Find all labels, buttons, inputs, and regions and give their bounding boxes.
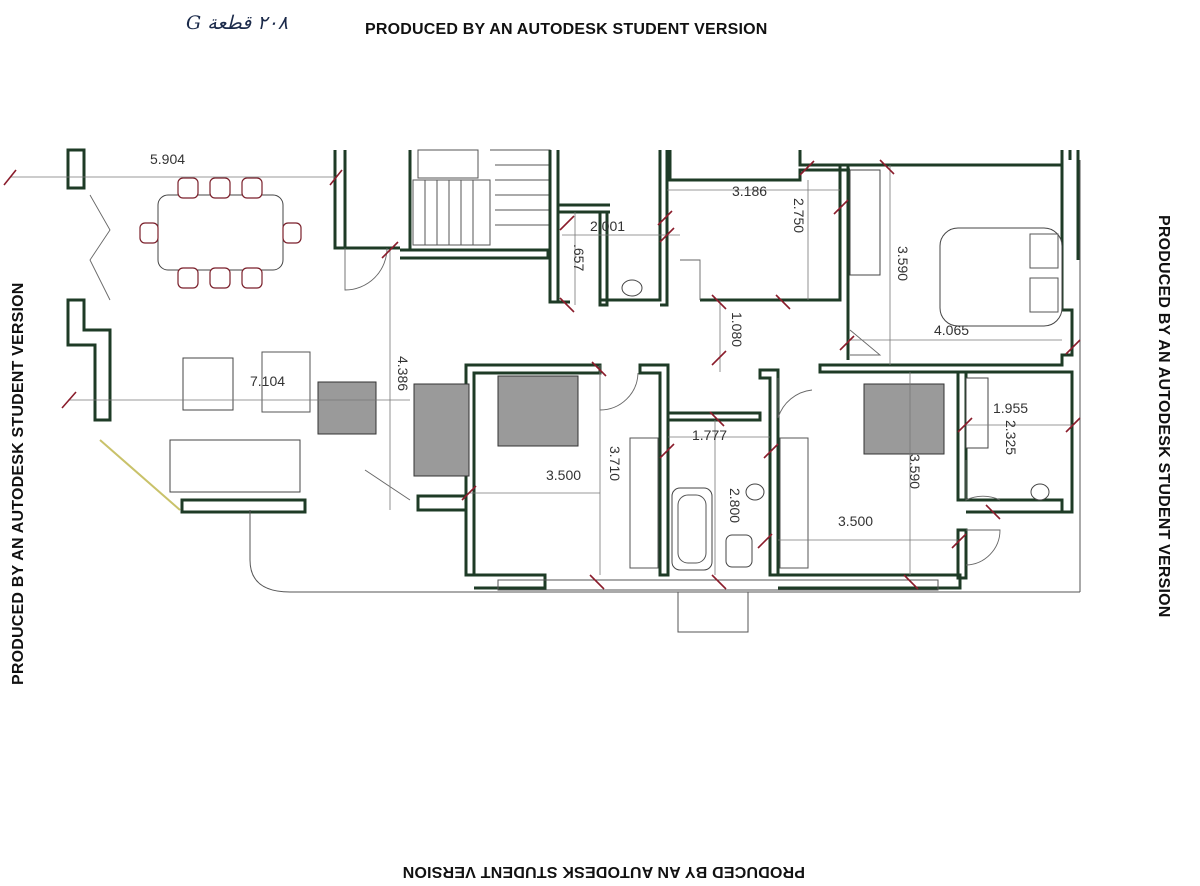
sofa (169, 439, 301, 493)
dim-master-width: 4.065 (934, 322, 969, 338)
dim-bedroom2-width: 3.500 (838, 513, 873, 529)
dimension-ticks (3, 159, 1081, 590)
dining-chair (282, 222, 302, 244)
toilet (621, 279, 643, 297)
dining-table (157, 194, 284, 271)
dining-chair (177, 177, 199, 199)
dining-chair (177, 267, 199, 289)
dim-bedroom1-width: 3.500 (546, 467, 581, 483)
dining-chair (241, 177, 263, 199)
wardrobe (779, 437, 809, 569)
dim-ensuite-depth: 2.325 (1003, 420, 1019, 455)
armchair (182, 357, 234, 411)
dim-wc-width: 2.001 (590, 218, 625, 234)
wardrobe (629, 437, 659, 569)
balcony (677, 591, 749, 633)
dim-wc-depth: .657 (571, 244, 587, 271)
living-set (169, 351, 470, 493)
rug (413, 383, 470, 477)
toilet (745, 483, 765, 501)
watermark-top: PRODUCED BY AN AUTODESK STUDENT VERSION (365, 21, 768, 38)
handwritten-plot-note: G ٢٠٨ قطعة (186, 12, 288, 34)
shower (965, 377, 989, 449)
doors (89, 194, 1001, 566)
dining-set (139, 177, 302, 289)
beds (497, 227, 1063, 569)
tv-unit (317, 381, 377, 435)
dimension-labels: 5.904 7.104 4.386 2.001 .657 3.186 2.750… (150, 151, 1028, 529)
walls (66, 148, 1081, 633)
dim-bedroom1-depth: 3.710 (607, 446, 623, 481)
dimension-lines (10, 165, 1072, 575)
dim-passage-width: 1.080 (729, 312, 745, 347)
dining-chair (209, 267, 231, 289)
dim-hall-depth: 4.386 (395, 356, 411, 391)
bathtub (671, 487, 713, 571)
dim-corridor-width: 3.186 (732, 183, 767, 199)
bed (497, 375, 579, 447)
dim-master-depth: 3.590 (895, 246, 911, 281)
dim-living-width: 7.104 (250, 373, 285, 389)
dim-room-depth: 2.750 (791, 198, 807, 233)
dining-chair (139, 222, 159, 244)
dim-ensuite-width: 1.955 (993, 400, 1028, 416)
dim-dining-width: 5.904 (150, 151, 185, 167)
dim-bath-depth: 2.800 (727, 488, 743, 523)
dining-chair (209, 177, 231, 199)
dining-chair (241, 267, 263, 289)
dim-bedroom2-depth: 3.590 (907, 454, 923, 489)
bed (863, 383, 945, 455)
basin (725, 534, 753, 568)
master-bed (939, 227, 1063, 327)
toilet (1030, 483, 1050, 501)
sanitary (621, 279, 1050, 568)
dim-bath-width: 1.777 (692, 427, 727, 443)
